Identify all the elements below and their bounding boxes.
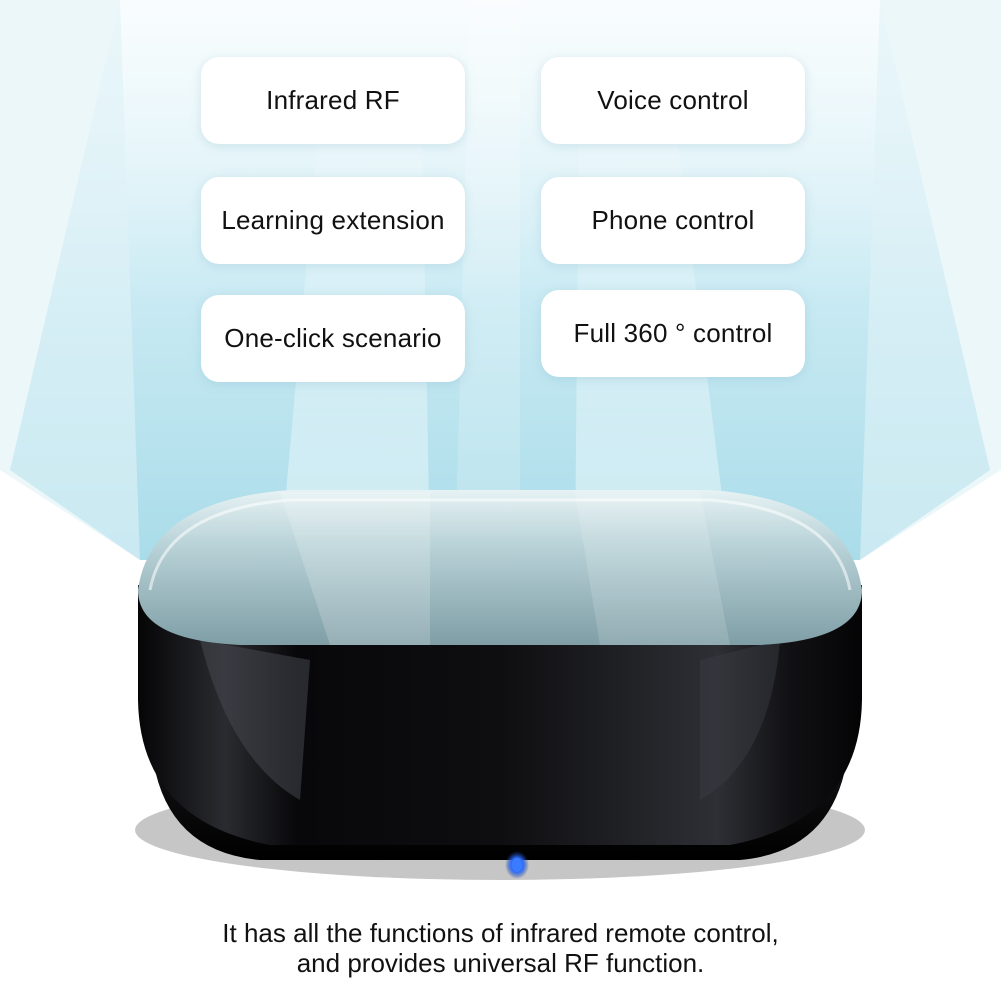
feature-label: Full 360 ° control [573,318,773,348]
product-caption: It has all the functions of infrared rem… [0,918,1001,978]
caption-line-1: It has all the functions of infrared rem… [222,918,779,948]
feature-label: Phone control [591,205,755,235]
light-beam [0,0,1001,560]
device-image [135,490,865,880]
feature-label: Infrared RF [266,85,400,115]
feature-card-infrared-rf: Infrared RF [201,57,465,144]
caption-line-2: and provides universal RF function. [296,948,705,978]
feature-label: Voice control [597,85,749,115]
feature-card-phone-control: Phone control [541,177,805,264]
feature-card-voice-control: Voice control [541,57,805,144]
feature-label: Learning extension [221,205,445,235]
feature-label: One-click scenario [224,323,442,353]
feature-card-one-click-scenario: One-click scenario [201,295,465,382]
feature-card-learning-extension: Learning extension [201,177,465,264]
feature-card-full-360-control: Full 360 ° control [541,290,805,377]
